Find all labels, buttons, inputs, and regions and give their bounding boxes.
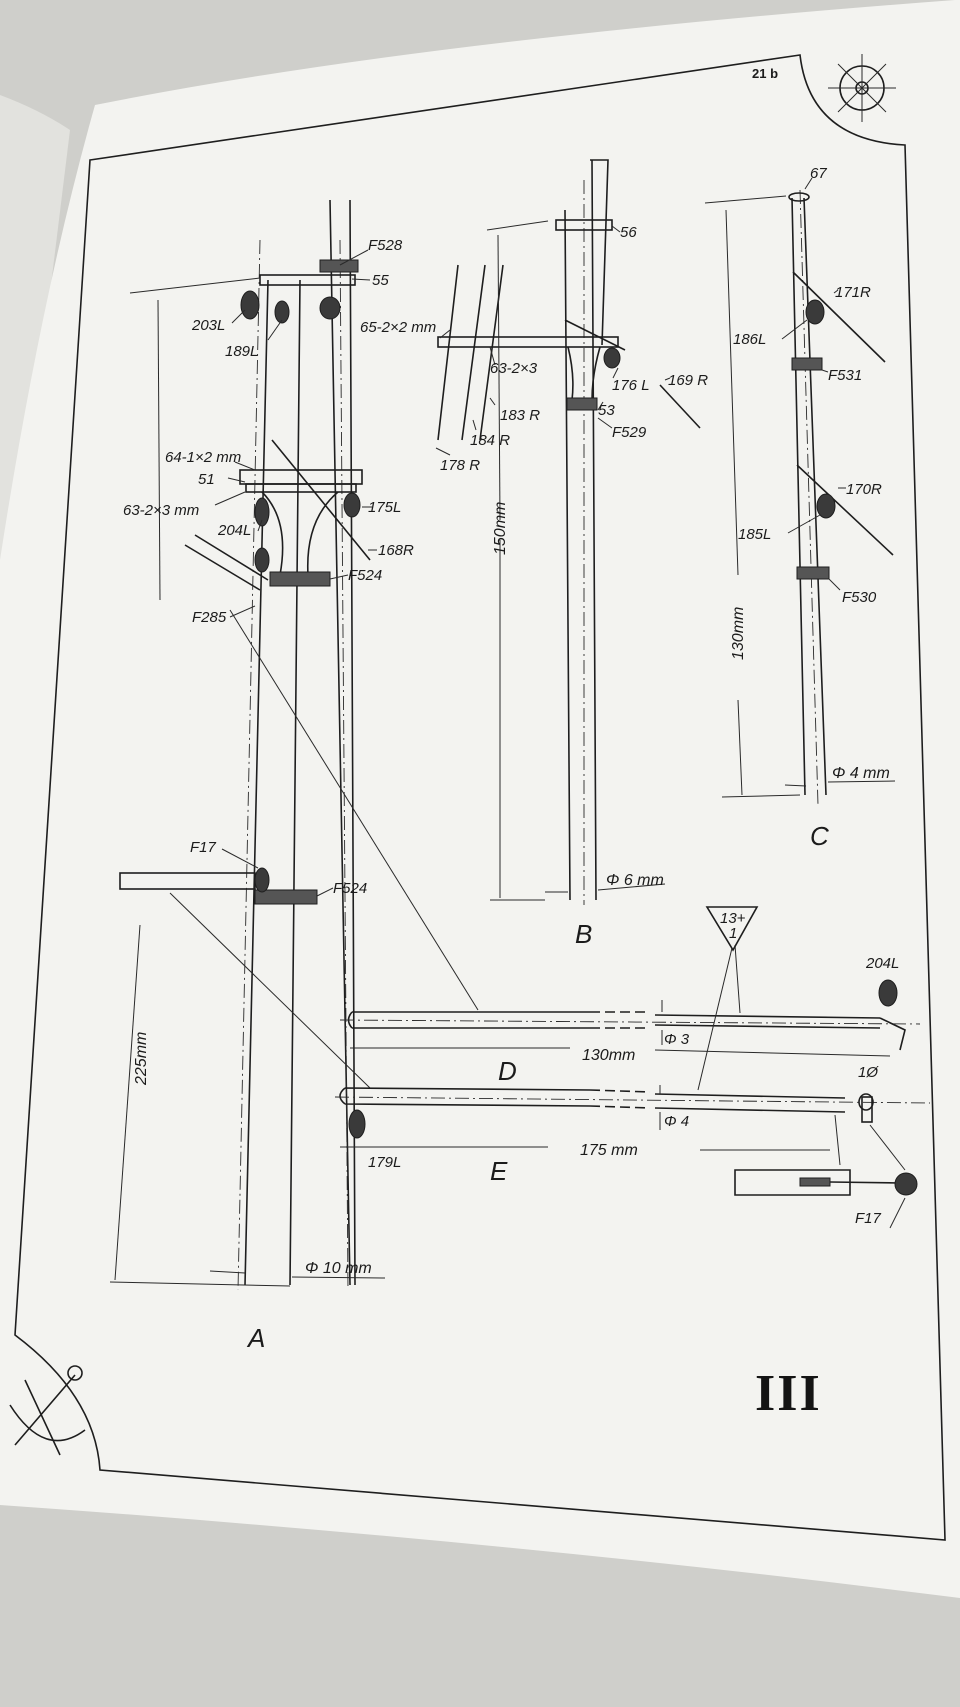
mast-b-diameter: Φ 6 mm	[606, 872, 664, 889]
mast-b-label-176l: 176 L	[612, 377, 650, 394]
mast-b-label-178r: 178 R	[440, 457, 480, 474]
view-label-d: D	[498, 1056, 517, 1086]
mast-a-label-f528: F528	[368, 237, 403, 254]
mast-c-length: 130mm	[730, 607, 747, 660]
mast-b-label-56: 56	[620, 224, 637, 241]
callout-triangle	[705, 906, 759, 952]
mast-c-label-f530: F530	[842, 589, 877, 606]
mast-a-label-55: 55	[372, 272, 389, 289]
mast-a-label-f17: F17	[190, 839, 217, 856]
mast-a	[109, 199, 479, 1291]
mast-b-length: 150mm	[492, 502, 509, 555]
mast-a-label-f285: F285	[192, 609, 227, 626]
mast-c-label-185l: 185L	[738, 526, 771, 543]
ships-wheel-icon	[828, 54, 896, 122]
mast-b-label-169r: 169 R	[668, 372, 708, 389]
mast-b-label-f529: F529	[612, 424, 647, 441]
mast-a-label-168r: 168R	[378, 542, 414, 559]
mast-a-length: 225mm	[133, 1032, 150, 1086]
paper-sheet	[0, 0, 960, 1598]
spar-d-label-1o: 1Ø	[858, 1064, 879, 1081]
view-label-b: B	[575, 919, 592, 949]
mast-a-label-64-1x2: 64-1×2 mm	[165, 449, 241, 466]
mast-a-label-204l: 204L	[217, 522, 251, 539]
mast-a-label-f524-bottom: F524	[333, 880, 367, 897]
mast-b-label-183r: 183 R	[500, 407, 540, 424]
spar-e-label-179l: 179L	[368, 1154, 401, 1171]
mast-c-label-67: 67	[810, 165, 827, 182]
mast-b-label-53: 53	[598, 402, 615, 419]
mast-a-label-51: 51	[198, 471, 215, 488]
mast-c-diameter: Φ 4 mm	[832, 765, 890, 782]
view-label-c: C	[810, 821, 829, 851]
spar-e-length: 175 mm	[580, 1142, 638, 1159]
callout-line2: 1	[729, 925, 737, 942]
mast-c-label-171r: 171R	[835, 284, 871, 301]
plate-numeral: III	[755, 1365, 822, 1422]
spar-e	[334, 1085, 931, 1229]
mast-b-label-63-2x3: 63-2×3	[490, 360, 538, 377]
spar-d	[339, 944, 921, 1091]
mast-a-label-189l: 189L	[225, 343, 258, 360]
spar-d-label-204l: 204L	[865, 955, 899, 972]
mast-b-label-184r: 184 R	[470, 432, 510, 449]
callout-line1: 13+	[720, 910, 746, 927]
mast-a-label-175l: 175L	[368, 499, 401, 516]
mast-b	[435, 159, 701, 905]
mast-c	[704, 177, 896, 806]
spar-e-label-f17: F17	[855, 1210, 882, 1227]
mast-c-label-170r: 170R	[846, 481, 882, 498]
spar-e-diameter: Φ 4	[664, 1113, 689, 1130]
view-label-a: A	[246, 1323, 265, 1353]
mast-b-label-65-2x2: 65-2×2 mm	[360, 319, 436, 336]
mast-a-label-203l: 203L	[191, 317, 225, 334]
page-number: 21 b	[752, 66, 778, 81]
mast-a-label-f524-top: F524	[348, 567, 382, 584]
view-label-e: E	[490, 1156, 508, 1186]
mast-c-label-f531: F531	[828, 367, 862, 384]
anchor-icon	[9, 1365, 86, 1456]
mast-a-diameter: Φ 10 mm	[305, 1260, 372, 1277]
mast-c-label-186l: 186L	[733, 331, 766, 348]
spar-d-length: 130mm	[582, 1047, 635, 1064]
plate-border	[14, 54, 946, 1541]
mast-a-label-63-2x3: 63-2×3 mm	[123, 502, 199, 519]
spar-d-diameter: Φ 3	[664, 1031, 690, 1048]
